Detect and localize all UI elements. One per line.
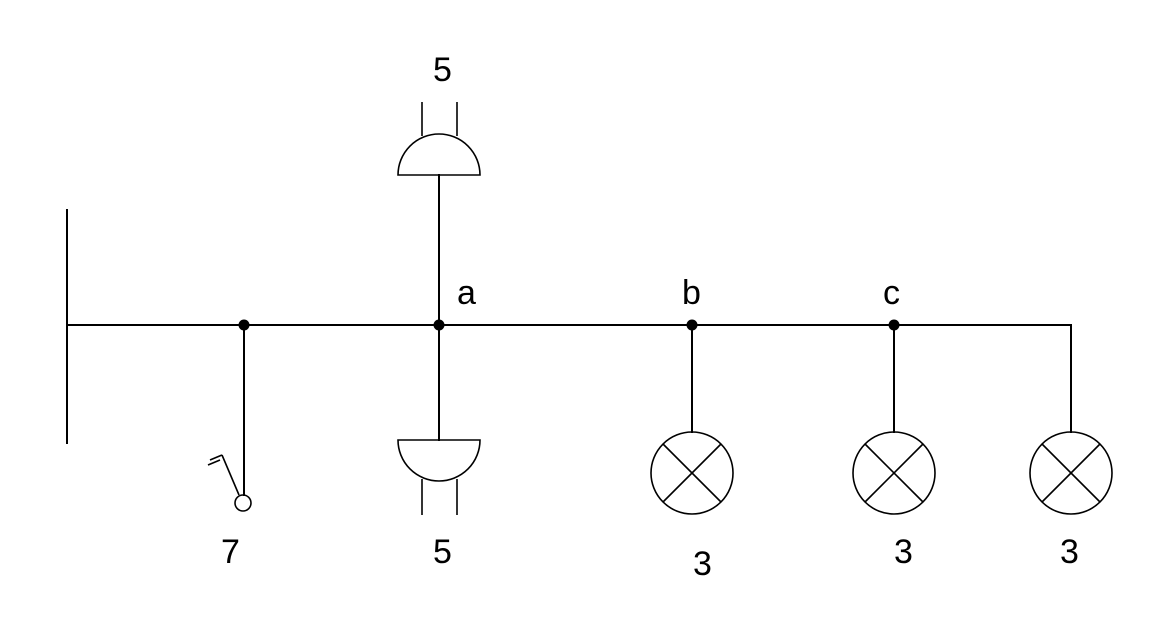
node-label-b: b [682, 274, 701, 312]
socket-bottom-branch: 5 [397, 324, 481, 571]
socket-icon [397, 439, 481, 515]
node-label-c: c [883, 274, 900, 312]
lamp-icon [852, 431, 936, 515]
socket-top-branch: 5 [397, 51, 481, 326]
switch-icon [207, 454, 252, 512]
lamp-3-rating: 3 [1060, 533, 1079, 571]
lamp-1-rating: 3 [693, 545, 712, 583]
socket-bottom-rating: 5 [433, 533, 452, 571]
lamp-icon [650, 431, 734, 515]
socket-icon [397, 102, 481, 176]
socket-top-rating: 5 [433, 51, 452, 89]
lamp-2-branch: 3 [852, 324, 936, 571]
node-label-a: a [457, 274, 476, 312]
lamp-icon [1029, 431, 1113, 515]
lamp-1-branch: 3 [650, 324, 734, 583]
switch-branch: 7 [207, 324, 252, 571]
switch-rating: 7 [221, 533, 240, 571]
lamp-2-rating: 3 [894, 533, 913, 571]
lamp-3-branch: 3 [1029, 431, 1113, 571]
